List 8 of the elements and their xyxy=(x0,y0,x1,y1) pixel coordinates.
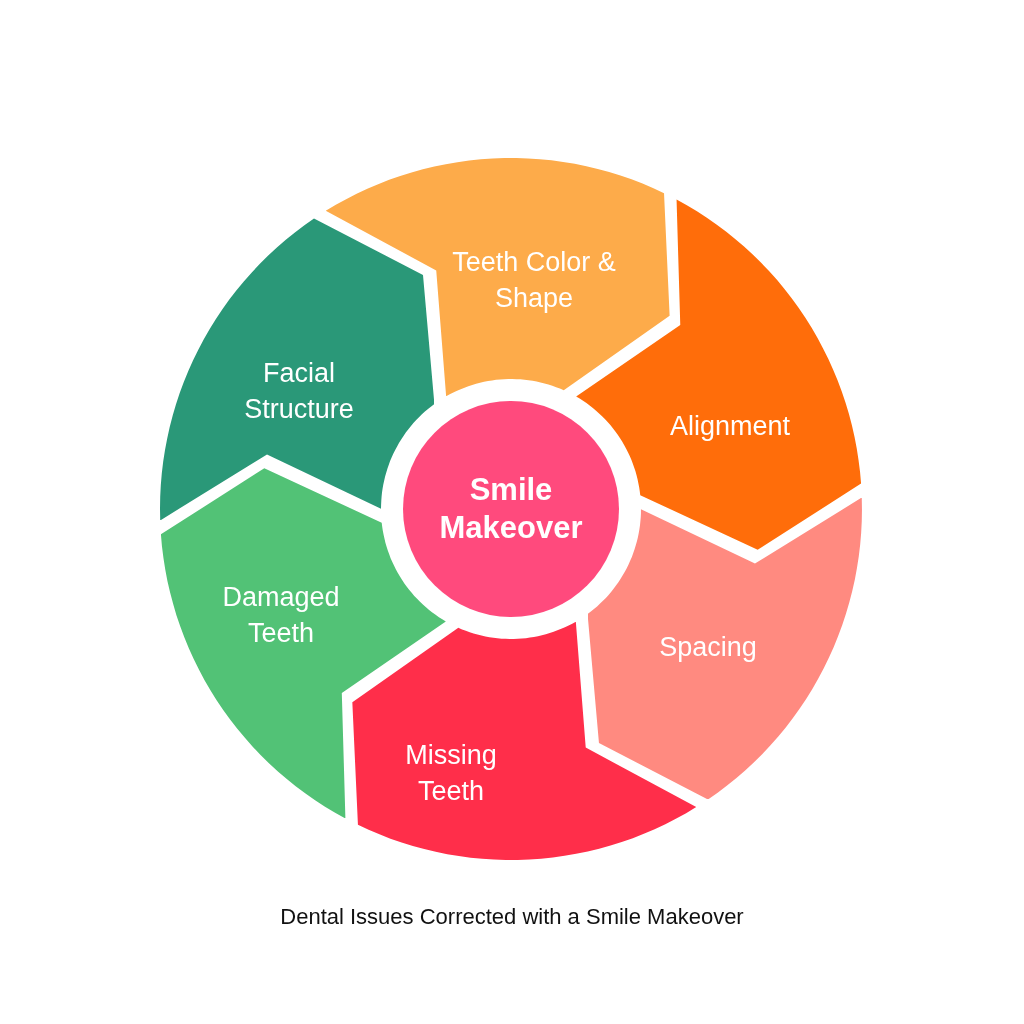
segment-label: Facial Structure xyxy=(243,357,355,426)
segment-label: Damaged Teeth xyxy=(221,581,341,650)
segment-label: Missing Teeth xyxy=(404,739,498,808)
center-title: Smile Makeover xyxy=(438,471,584,547)
segment-label: Spacing xyxy=(658,631,758,664)
segment-label: Alignment xyxy=(668,410,791,443)
caption: Dental Issues Corrected with a Smile Makeover xyxy=(279,904,745,930)
segment-label: Teeth Color & Shape xyxy=(451,246,617,315)
